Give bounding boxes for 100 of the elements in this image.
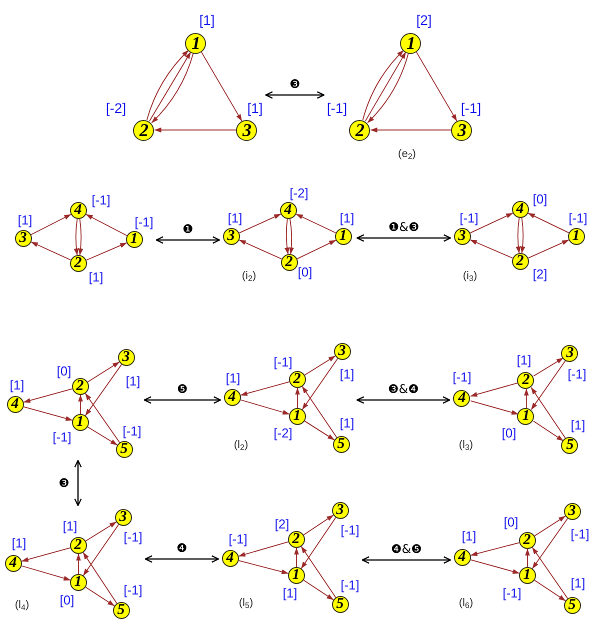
edge-label: ❺ [175,382,190,396]
arrow [86,361,120,382]
quiver-node: 2 [70,254,86,272]
edge-label: ❹ [174,541,190,555]
double-headed-arrow [356,234,452,242]
weight-label: [-1] [340,578,360,592]
weight-label: [1] [88,270,104,284]
quiver-caption: (l$_{2}$) [234,438,248,452]
quiver-caption: (i$_{2}$) [242,270,256,282]
quiver-node: 2 [133,120,154,140]
arrow [515,216,520,254]
weight-label: [1] [247,101,263,115]
arrow [302,579,334,600]
arrow [238,213,281,233]
arrow [238,239,282,259]
weight-label: [-1] [134,216,154,228]
quiver-node: 3 [561,344,578,362]
arrow [20,546,70,562]
weight-label: [1] [462,530,476,542]
weight-label: [1] [340,416,354,430]
quiver-node: 4 [280,202,296,218]
quiver-node: 3 [334,342,350,360]
quiver-node: 1 [517,408,534,424]
edge-label: ❸ [287,77,302,91]
edge-label: ❸ [56,476,72,490]
arrow [524,548,530,567]
double-headed-arrow [356,396,450,404]
arrow [294,387,300,408]
weight-label: [-1] [122,424,142,438]
quiver-node: 3 [14,230,32,246]
quiver-node: 3 [222,228,240,244]
weight-label: [0] [298,266,312,278]
quiver-node: 2 [517,372,534,388]
quiver-caption: (i$_{3}$) [462,270,478,282]
quiver-node: 4 [4,554,22,572]
weight-label: [-2] [290,186,308,200]
arrow [240,398,290,414]
edge-label: ❶&❸ [386,220,422,234]
arrow [294,547,298,567]
arrow [469,212,513,233]
quiver-node: 1 [126,230,142,248]
arrow [84,392,120,442]
quiver-node: 3 [118,348,134,366]
quiver-node: 5 [561,436,578,454]
quiver-node: 4 [224,388,240,406]
arrow [304,355,336,375]
weight-label: [2] [274,518,290,530]
weight-label: [1] [340,368,354,380]
arrow [370,128,452,132]
weight-label: [-1] [228,532,248,546]
quiver-node: 1 [288,408,306,424]
quiver-node: 1 [185,32,206,54]
arrow [527,212,569,233]
weight-label: [-1] [568,212,588,224]
arrow [469,238,513,258]
quiver-node: 1 [518,566,536,584]
weight-label: [0] [504,516,518,528]
quiver-node: 1 [568,228,584,244]
weight-label: [1] [282,586,298,600]
arrow [240,380,290,396]
quiver-node: 2 [512,252,528,270]
weight-label: [-1] [326,101,348,115]
arrow [296,239,336,259]
weight-label: [1] [126,374,140,388]
quiver-node: 5 [112,602,130,618]
quiver-node: 3 [114,508,132,526]
quiver-caption: (l$_{5}$) [238,596,254,610]
quiver-node: 5 [332,596,348,612]
arrow [73,218,78,256]
double-headed-arrow [144,555,220,563]
arrow [288,218,294,254]
weight-label: [1] [12,536,26,550]
arrow [520,216,525,254]
quiver-node: 3 [332,502,348,518]
quiver-node: 3 [454,228,470,244]
arrow [531,518,568,568]
weight-label: [1] [340,212,354,224]
quiver-node: 4 [70,202,86,218]
arrow [78,394,82,414]
quiver-caption: (l$_{4}$) [14,598,30,612]
arrow [527,239,569,258]
quiver-node: 2 [70,536,86,554]
arrow [295,213,336,233]
weight-label: [-1] [460,212,478,224]
quiver-node: 2 [288,530,304,548]
weight-label: [-2] [106,101,126,115]
arrow [301,358,338,410]
weight-label: [-2] [274,426,292,440]
arrow [534,515,566,536]
arrow [30,213,71,235]
arrow [78,218,83,256]
arrow [22,388,72,402]
quiver-node: 5 [332,436,350,452]
quiver-node: 1 [400,32,422,54]
arrow [304,420,334,440]
arrow [530,360,566,410]
edge-label: ❹&❺ [389,542,424,556]
quiver-node: 5 [116,440,132,458]
arrow [300,546,336,598]
weight-label: [0] [60,594,74,606]
